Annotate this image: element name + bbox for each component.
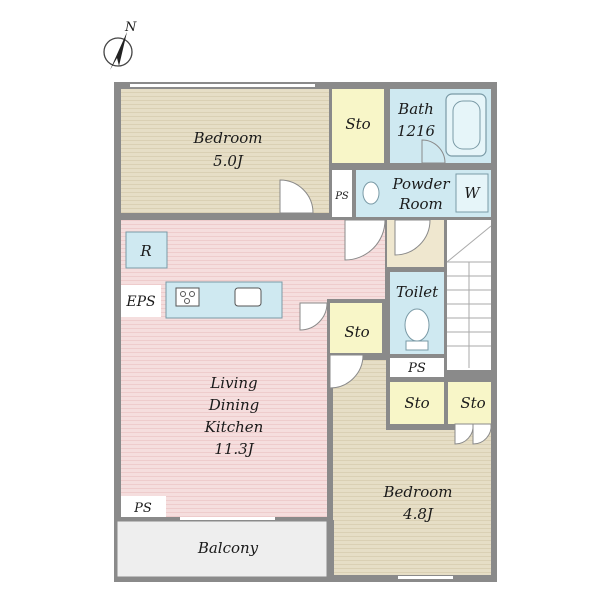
storage-right-floor bbox=[448, 382, 491, 424]
storage-right-label: Sto bbox=[460, 394, 485, 412]
bedroom-south-floor-main bbox=[386, 430, 491, 575]
toilet-bowl-icon bbox=[404, 308, 430, 342]
hall-floor bbox=[327, 277, 385, 299]
ps-toilet-label: PS bbox=[407, 361, 426, 376]
kitchen-sink-icon bbox=[234, 287, 262, 307]
washer-box bbox=[455, 173, 489, 213]
storage-center-label: Sto bbox=[404, 394, 429, 412]
storage-hall-label: Sto bbox=[344, 323, 369, 341]
refrigerator-label: R bbox=[139, 242, 151, 260]
washer-label: W bbox=[464, 184, 481, 202]
powder-room-line2: Room bbox=[398, 195, 443, 213]
bedroom-north-name: Bedroom bbox=[193, 129, 263, 147]
compass: N bbox=[103, 20, 137, 70]
ps-ldk-label: PS bbox=[133, 501, 152, 516]
balcony-wall-patch bbox=[328, 520, 334, 578]
stove-icon bbox=[175, 287, 200, 307]
ldk-line3: Kitchen bbox=[204, 418, 264, 436]
eps-box bbox=[121, 285, 161, 317]
ps-hall-label: PS bbox=[334, 191, 349, 202]
window-bedroom-south bbox=[398, 576, 453, 579]
bath-size: 1216 bbox=[397, 122, 436, 140]
balcony-floor bbox=[114, 518, 330, 580]
bedroom-south-name: Bedroom bbox=[383, 483, 453, 501]
ldk-line1: Living bbox=[209, 374, 257, 392]
ldk-line2: Dining bbox=[208, 396, 260, 414]
bath-name: Bath bbox=[397, 100, 434, 118]
bathtub-icon bbox=[445, 93, 487, 157]
storage-north-label: Sto bbox=[345, 115, 370, 133]
north-arrow-icon bbox=[110, 32, 127, 70]
storage-north-floor bbox=[332, 89, 384, 163]
compass-circle bbox=[103, 37, 133, 67]
bedroom-south-floor bbox=[333, 360, 386, 575]
toilet-tank-icon bbox=[405, 340, 429, 351]
compass-north-label: N bbox=[124, 20, 137, 35]
powder-room-line1: Powder bbox=[391, 175, 450, 193]
storage-center-floor bbox=[390, 382, 444, 424]
ldk-main-floor bbox=[121, 317, 327, 517]
ps-ldk-box bbox=[121, 496, 166, 517]
balcony-label: Balcony bbox=[197, 539, 259, 557]
refrigerator-box bbox=[125, 231, 168, 269]
bedroom-south-size: 4.8J bbox=[402, 505, 434, 523]
stairs-treads bbox=[446, 225, 492, 368]
window-north bbox=[130, 84, 315, 87]
window-balcony bbox=[180, 517, 275, 520]
bedroom-north-size: 5.0J bbox=[213, 152, 244, 170]
sink-icon bbox=[362, 181, 380, 205]
door-swings bbox=[279, 139, 492, 445]
ps-toilet-box bbox=[390, 358, 444, 377]
bathtub-inner bbox=[452, 100, 481, 150]
ps-hall-box bbox=[332, 170, 352, 217]
ldk-size: 11.3J bbox=[214, 440, 254, 458]
eps-label: EPS bbox=[125, 294, 155, 310]
toilet-label: Toilet bbox=[396, 283, 439, 301]
storage-hall-floor bbox=[330, 303, 382, 353]
